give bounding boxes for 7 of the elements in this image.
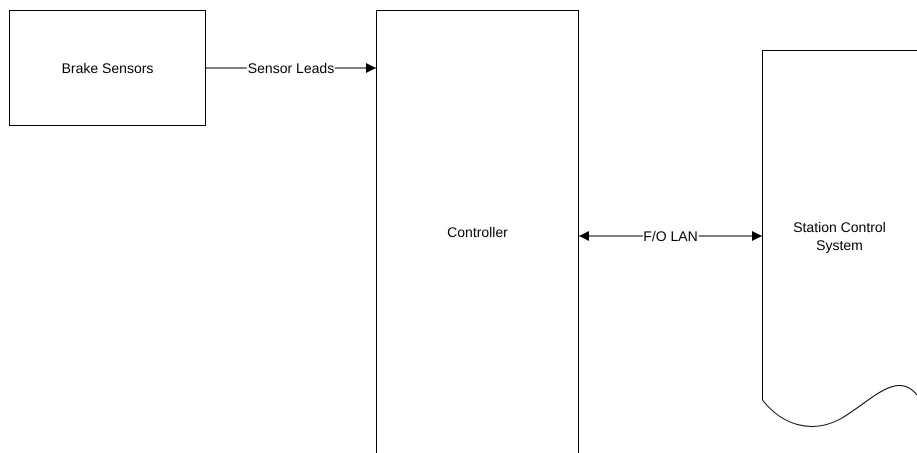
edge-label: F/O LAN: [642, 228, 699, 244]
edge-label: Sensor Leads: [246, 60, 336, 76]
node-label: Controller: [447, 224, 508, 240]
node-label: Brake Sensors: [62, 60, 154, 76]
process-box: [376, 10, 579, 453]
node-label: Station Control System: [792, 218, 887, 254]
process-box: [9, 10, 206, 126]
